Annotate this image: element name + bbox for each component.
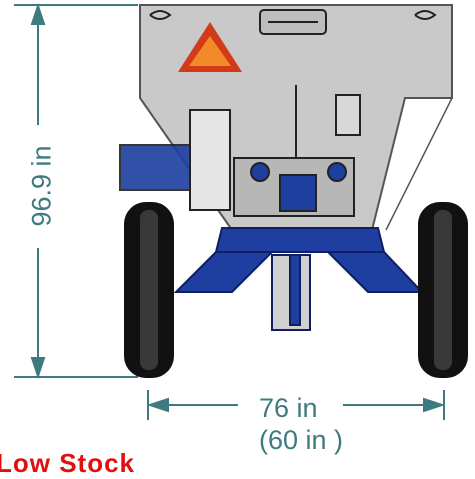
right-tire: [418, 202, 468, 378]
height-dimension-label: 96.9 in: [26, 145, 57, 227]
height-dimension: [14, 2, 138, 380]
left-tire: [124, 202, 174, 378]
width-dimension: [146, 390, 446, 420]
width-dimension-label: 76 in: [259, 393, 318, 423]
spreader-front-view-drawing: [14, 2, 468, 420]
frame: [173, 227, 425, 331]
slow-moving-vehicle-sign-icon: [178, 22, 242, 72]
stock-status-text: Low Stock: [0, 448, 136, 478]
drive-mechanism: [119, 85, 361, 217]
width-alt-dimension-label: (60 in ): [259, 425, 344, 455]
